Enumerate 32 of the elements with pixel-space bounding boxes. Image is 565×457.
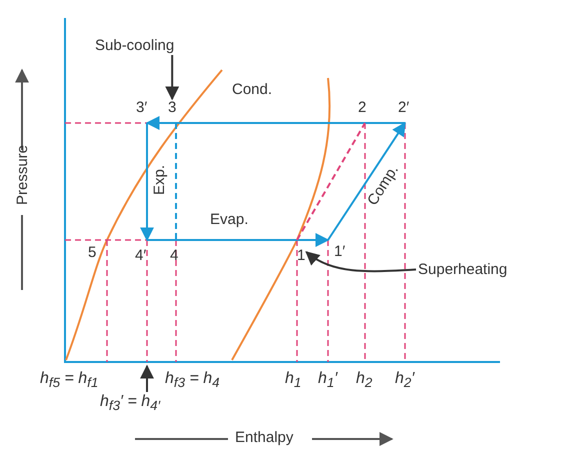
axis-tick-label: h$_{1}$′ [318,371,338,390]
edge-label: Evap. [210,212,248,227]
state-point-label: 4′ [135,248,146,263]
leader-arrow [305,251,416,272]
process-arrow [146,116,405,130]
axis-tick-label: h$_{f3}$ = h$_{4}$ [165,371,220,390]
state-point-label: 1 [297,248,306,263]
state-point-label: 2′ [398,100,410,115]
axis-title: Pressure [15,144,30,205]
state-point-label: 3 [168,100,176,115]
callout-label: Sub-cooling [95,38,174,53]
dashed-line [175,123,177,240]
state-point-label: 3′ [136,100,148,115]
callout-label: Superheating [418,262,508,277]
axis-tick-label: h$_{2}$ [356,371,372,390]
process-arrow [327,122,406,241]
axis-tick-label: h$_{f5}$ = h$_{f1}$ [40,371,98,390]
edge-label: Cond. [232,82,272,97]
state-point-label: 5 [88,245,96,260]
leader-arrow [140,364,154,392]
edge-label: Exp. [152,164,167,195]
process-arrow [147,233,330,247]
axis-title: Enthalpy [235,430,294,445]
process-arrow [140,123,154,242]
axis-tick-label: h$_{1}$ [285,371,302,390]
axis-tick-label: h$_{2}$′ [395,371,414,390]
state-point-label: 4 [170,248,178,263]
state-point-label: 2 [358,100,366,115]
dashed-line [296,122,366,240]
axis-note: h$_{f3}$′ = h$_{4′}$ [100,394,160,413]
state-point-label: 1′ [334,244,346,259]
leader-arrow [165,55,180,100]
